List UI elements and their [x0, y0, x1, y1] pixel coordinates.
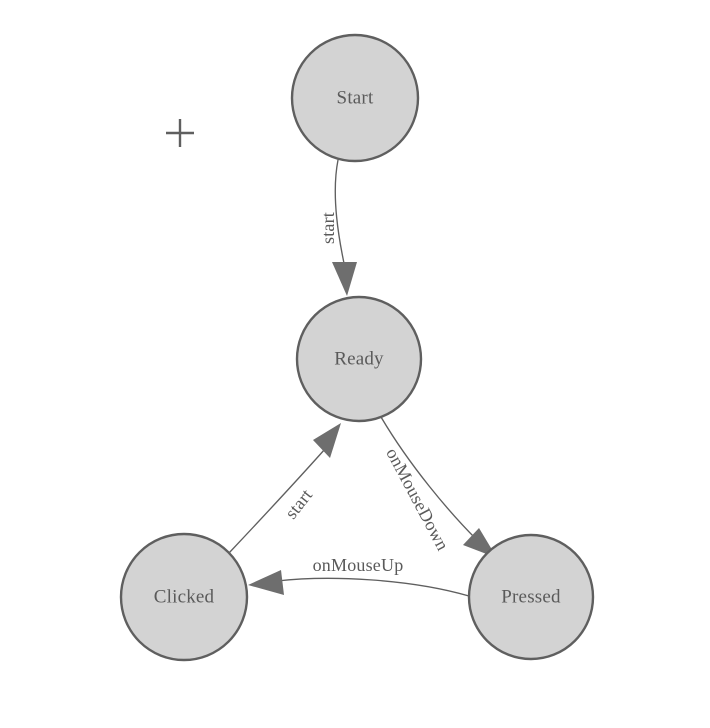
edge-clicked-to-ready-arrowhead [313, 423, 341, 458]
edge-start-to-ready-arrowhead [332, 262, 357, 296]
edge-label-clicked-to-ready: start [281, 485, 316, 523]
node-ready-circle [295, 295, 423, 423]
edge-clicked-to-ready-path [228, 448, 326, 554]
node-ready-label: Ready [334, 348, 384, 369]
edge-label-ready-to-pressed: onMouseDown [382, 444, 453, 553]
node-start[interactable]: Start [290, 33, 420, 163]
node-pressed-circle [467, 533, 595, 661]
edge-start-to-ready-path [334, 159, 346, 269]
node-start-label: Start [337, 87, 374, 108]
node-start-circle [290, 33, 420, 163]
edge-pressed-to-clicked[interactable] [248, 570, 470, 597]
node-pressed-label: Pressed [501, 586, 561, 607]
edge-label-start-to-ready: start [318, 212, 338, 244]
edge-label-pressed-to-clicked: onMouseUp [313, 555, 404, 575]
plus-crosshair-icon [166, 119, 194, 147]
node-ready[interactable]: Ready [295, 295, 423, 423]
edge-pressed-to-clicked-path [276, 577, 470, 597]
edge-pressed-to-clicked-arrowhead [248, 570, 284, 595]
node-clicked-label: Clicked [154, 586, 215, 607]
edge-clicked-to-ready[interactable] [228, 423, 341, 554]
edge-ready-to-pressed-path [380, 416, 478, 541]
node-clicked-circle [119, 532, 249, 662]
node-clicked[interactable]: Clicked [119, 532, 249, 662]
edge-start-to-ready[interactable] [332, 159, 357, 296]
node-pressed[interactable]: Pressed [467, 533, 595, 661]
